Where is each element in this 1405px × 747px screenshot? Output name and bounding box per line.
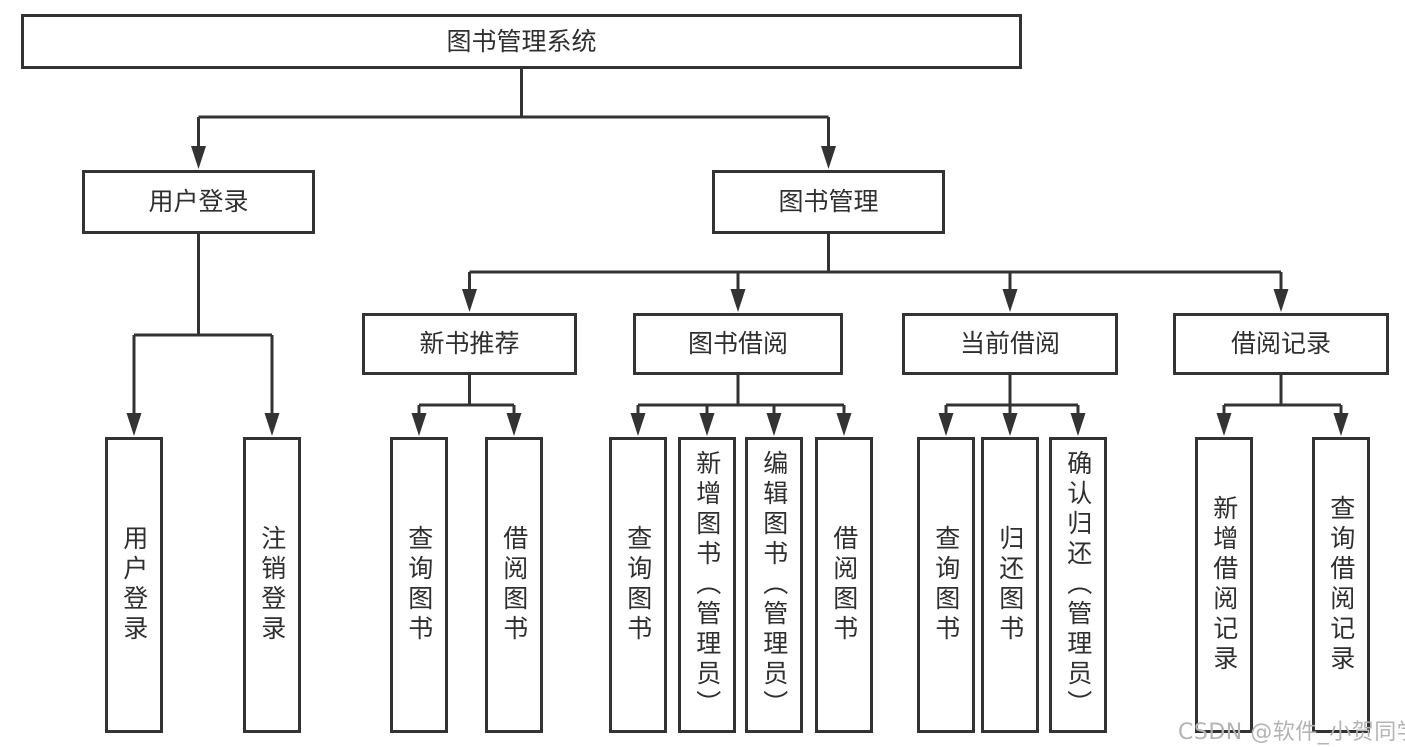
node-label-rc-add: 新增借阅记录 [1209,495,1239,675]
node-nb-borrow: 借阅图书 [485,437,543,733]
node-login: 用户登录 [105,437,163,733]
node-cb-return: 归还图书 [981,437,1039,733]
arrowhead-into-borrow-records [1273,289,1289,312]
node-cb-confirm: 确认归还（管理员） [1049,437,1107,733]
edge-from-new-book [417,375,516,420]
node-bw-edit: 编辑图书（管理员） [745,437,803,733]
node-label-rc-query: 查询借阅记录 [1326,495,1356,675]
node-label-borrow-records: 借阅记录 [1230,329,1331,359]
arrowhead-into-rc-query [1333,413,1349,436]
edge-from-library-system [197,69,830,153]
arrowhead-into-nb-query [411,413,427,436]
node-bw-query: 查询图书 [609,437,667,733]
node-bw-add: 新增图书（管理员） [678,437,736,733]
node-user-login: 用户登录 [82,170,315,234]
node-label-library-system: 图书管理系统 [446,26,597,56]
node-label-cb-query: 查询图书 [931,525,961,645]
node-new-book: 新书推荐 [362,313,577,375]
arrowhead-into-bw-query [630,413,646,436]
node-cb-query: 查询图书 [917,437,975,733]
arrowhead-into-book-borrow [730,289,746,312]
arrowhead-into-cb-confirm [1070,413,1086,436]
node-label-cb-confirm: 确认归还（管理员） [1063,450,1093,720]
node-borrow-records: 借阅记录 [1173,313,1389,375]
node-rc-query: 查询借阅记录 [1312,437,1370,733]
node-book-borrow: 图书借阅 [633,313,843,375]
csdn-watermark: CSDN @软件_小贺同学 [1178,720,1405,745]
node-label-nb-borrow: 借阅图书 [499,525,529,645]
arrowhead-into-book-mgmt [821,146,836,169]
node-label-login: 用户登录 [119,525,149,645]
arrowhead-into-bw-borrow [836,413,852,436]
edge-from-current-borrow [944,375,1080,420]
node-book-mgmt: 图书管理 [712,170,945,234]
node-logout: 注销登录 [243,437,301,733]
node-label-bw-add: 新增图书（管理员） [692,450,722,720]
arrowhead-into-logout [264,413,280,436]
arrowhead-into-rc-add [1216,413,1232,436]
node-label-book-mgmt: 图书管理 [778,187,879,217]
node-label-cb-return: 归还图书 [995,525,1025,645]
node-library-system: 图书管理系统 [21,14,1022,69]
arrowhead-into-cb-query [938,413,954,436]
node-label-book-borrow: 图书借阅 [687,329,788,359]
node-current-borrow: 当前借阅 [902,313,1118,375]
arrowhead-into-nb-borrow [506,413,522,436]
node-label-bw-borrow: 借阅图书 [829,525,859,645]
arrowhead-into-bw-add [699,413,715,436]
node-rc-add: 新增借阅记录 [1195,437,1253,733]
arrowhead-into-login [126,413,142,436]
node-label-new-book: 新书推荐 [419,329,520,359]
arrowhead-into-user-login [191,146,206,169]
edge-from-borrow-records [1222,375,1343,420]
edge-from-book-borrow [636,375,846,420]
arrowhead-into-new-book [462,289,477,312]
node-label-nb-query: 查询图书 [404,525,434,645]
node-label-user-login: 用户登录 [148,187,249,217]
node-label-bw-edit: 编辑图书（管理员） [759,450,789,720]
node-label-current-borrow: 当前借阅 [959,329,1060,359]
node-label-logout: 注销登录 [257,525,287,645]
arrowhead-into-cb-return [1002,413,1018,436]
node-bw-borrow: 借阅图书 [815,437,873,733]
arrowhead-into-bw-edit [766,413,782,436]
arrowhead-into-current-borrow [1002,289,1018,312]
edge-from-user-login [132,234,274,420]
edge-from-book-mgmt [468,234,1283,296]
node-nb-query: 查询图书 [390,437,448,733]
node-label-bw-query: 查询图书 [623,525,653,645]
